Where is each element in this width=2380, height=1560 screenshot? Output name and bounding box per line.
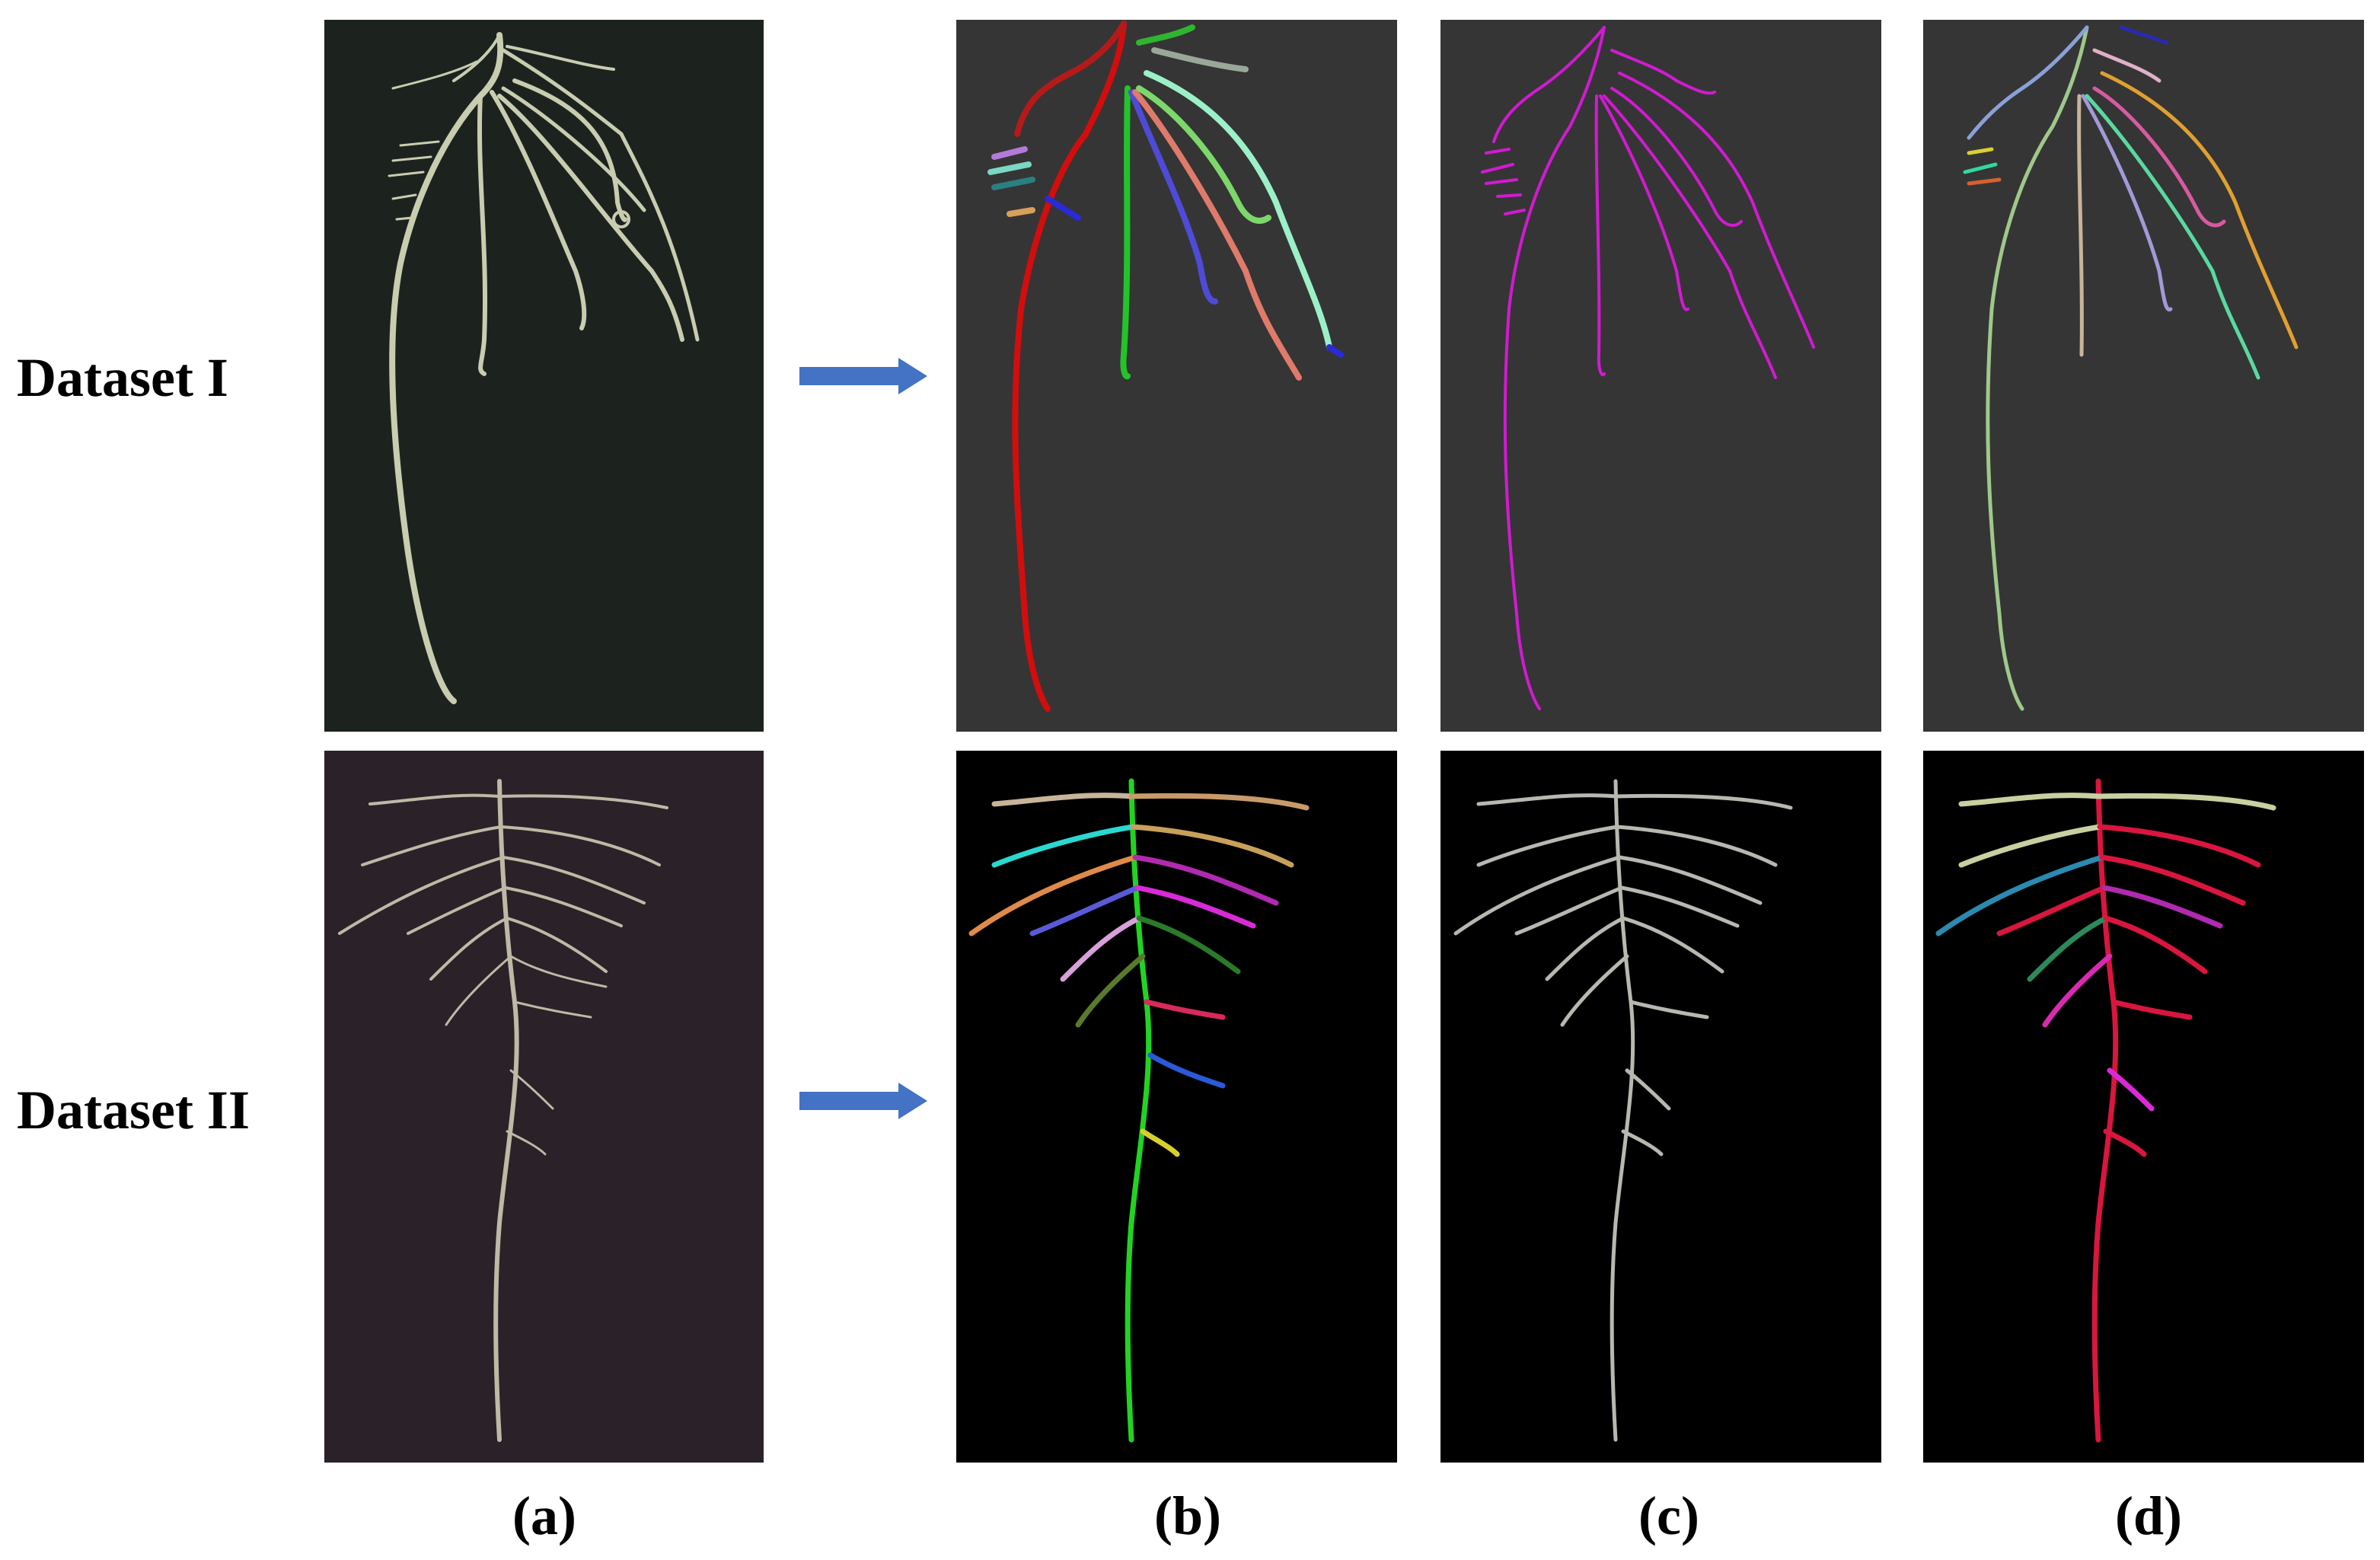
dataset1-instance-segmentation	[956, 20, 1397, 732]
dataset1-skeleton	[1440, 20, 1881, 732]
row-label-dataset-1: Dataset I	[17, 347, 228, 408]
column-label-b: (b)	[1154, 1485, 1221, 1546]
dataset2-instance-segmentation	[956, 751, 1397, 1463]
dataset2-segment-tracking	[1923, 751, 2364, 1463]
dataset1-raw-root-image	[324, 20, 764, 732]
column-label-d: (d)	[2115, 1485, 2182, 1546]
dataset1-segment-tracking	[1923, 20, 2364, 732]
arrow-right-icon	[799, 358, 927, 394]
dataset2-raw-root-image	[324, 751, 764, 1463]
arrow-right-icon	[799, 1083, 927, 1119]
row-label-dataset-2: Dataset II	[17, 1080, 250, 1140]
column-label-a: (a)	[512, 1485, 576, 1546]
dataset2-skeleton	[1440, 751, 1881, 1463]
column-label-c: (c)	[1638, 1485, 1699, 1546]
